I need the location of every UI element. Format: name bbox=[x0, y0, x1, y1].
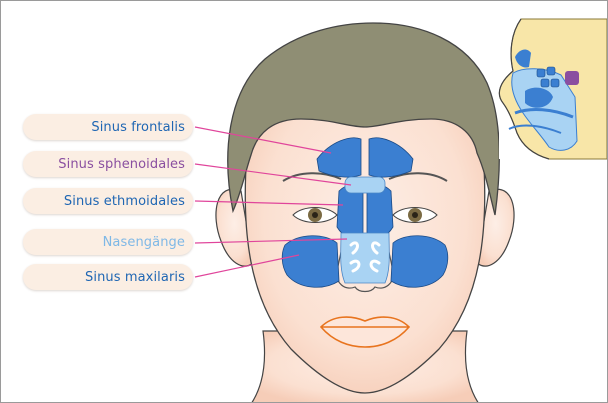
label-text-nasengaenge: Nasengänge bbox=[103, 235, 185, 250]
label-sinus-frontalis: Sinus frontalis bbox=[23, 114, 193, 140]
label-sinus-ethmoidales: Sinus ethmoidales bbox=[23, 188, 193, 214]
label-text-sinus-ethmoidales: Sinus ethmoidales bbox=[64, 194, 185, 209]
label-sinus-sphenoidales: Sinus sphenoidales bbox=[23, 151, 193, 177]
label-nasengaenge: Nasengänge bbox=[23, 229, 193, 255]
nasengaenge-region bbox=[341, 233, 390, 283]
label-sinus-maxilaris: Sinus maxilaris bbox=[23, 264, 193, 290]
label-text-sinus-sphenoidales: Sinus sphenoidales bbox=[58, 157, 185, 172]
inset-sphenoid-sinus bbox=[565, 71, 579, 85]
label-text-sinus-maxilaris: Sinus maxilaris bbox=[85, 270, 185, 285]
sagittal-inset bbox=[499, 19, 607, 159]
label-text-sinus-frontalis: Sinus frontalis bbox=[91, 120, 185, 135]
